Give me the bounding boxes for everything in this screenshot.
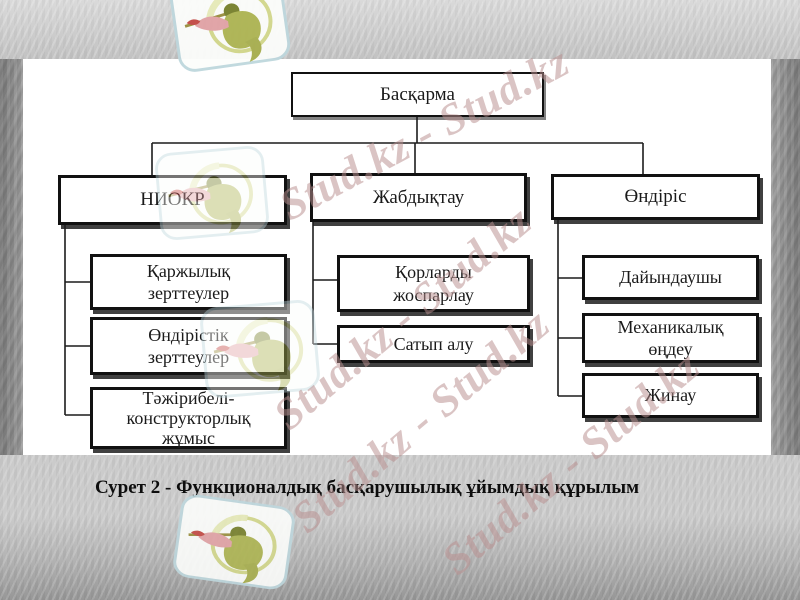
org-node-child: Механикалық өңдеу (582, 313, 759, 363)
org-node-niokr: НИОКР (58, 175, 287, 225)
org-node-child: Жинау (582, 373, 759, 418)
figure-caption: Сурет 2 - Функционалдық басқарушылық ұйы… (94, 477, 640, 498)
org-node-zhabdyktau: Жабдықтау (310, 173, 527, 222)
bottom-band (0, 455, 800, 600)
org-node-child: Сатып алу (337, 325, 530, 363)
org-node-child: Өндірістік зерттеулер (90, 317, 287, 375)
org-node-child: Дайындаушы (582, 255, 759, 300)
top-band (0, 0, 800, 59)
org-node-ondiris: Өндіріс (551, 174, 760, 220)
org-node-child: Тәжірибелі- конструкторлық жұмыс (90, 387, 287, 449)
org-node-root: Басқарма (291, 72, 544, 117)
org-node-child: Қаржылық зерттеулер (90, 254, 287, 310)
org-node-child: Қорларды жоспарлау (337, 255, 530, 312)
